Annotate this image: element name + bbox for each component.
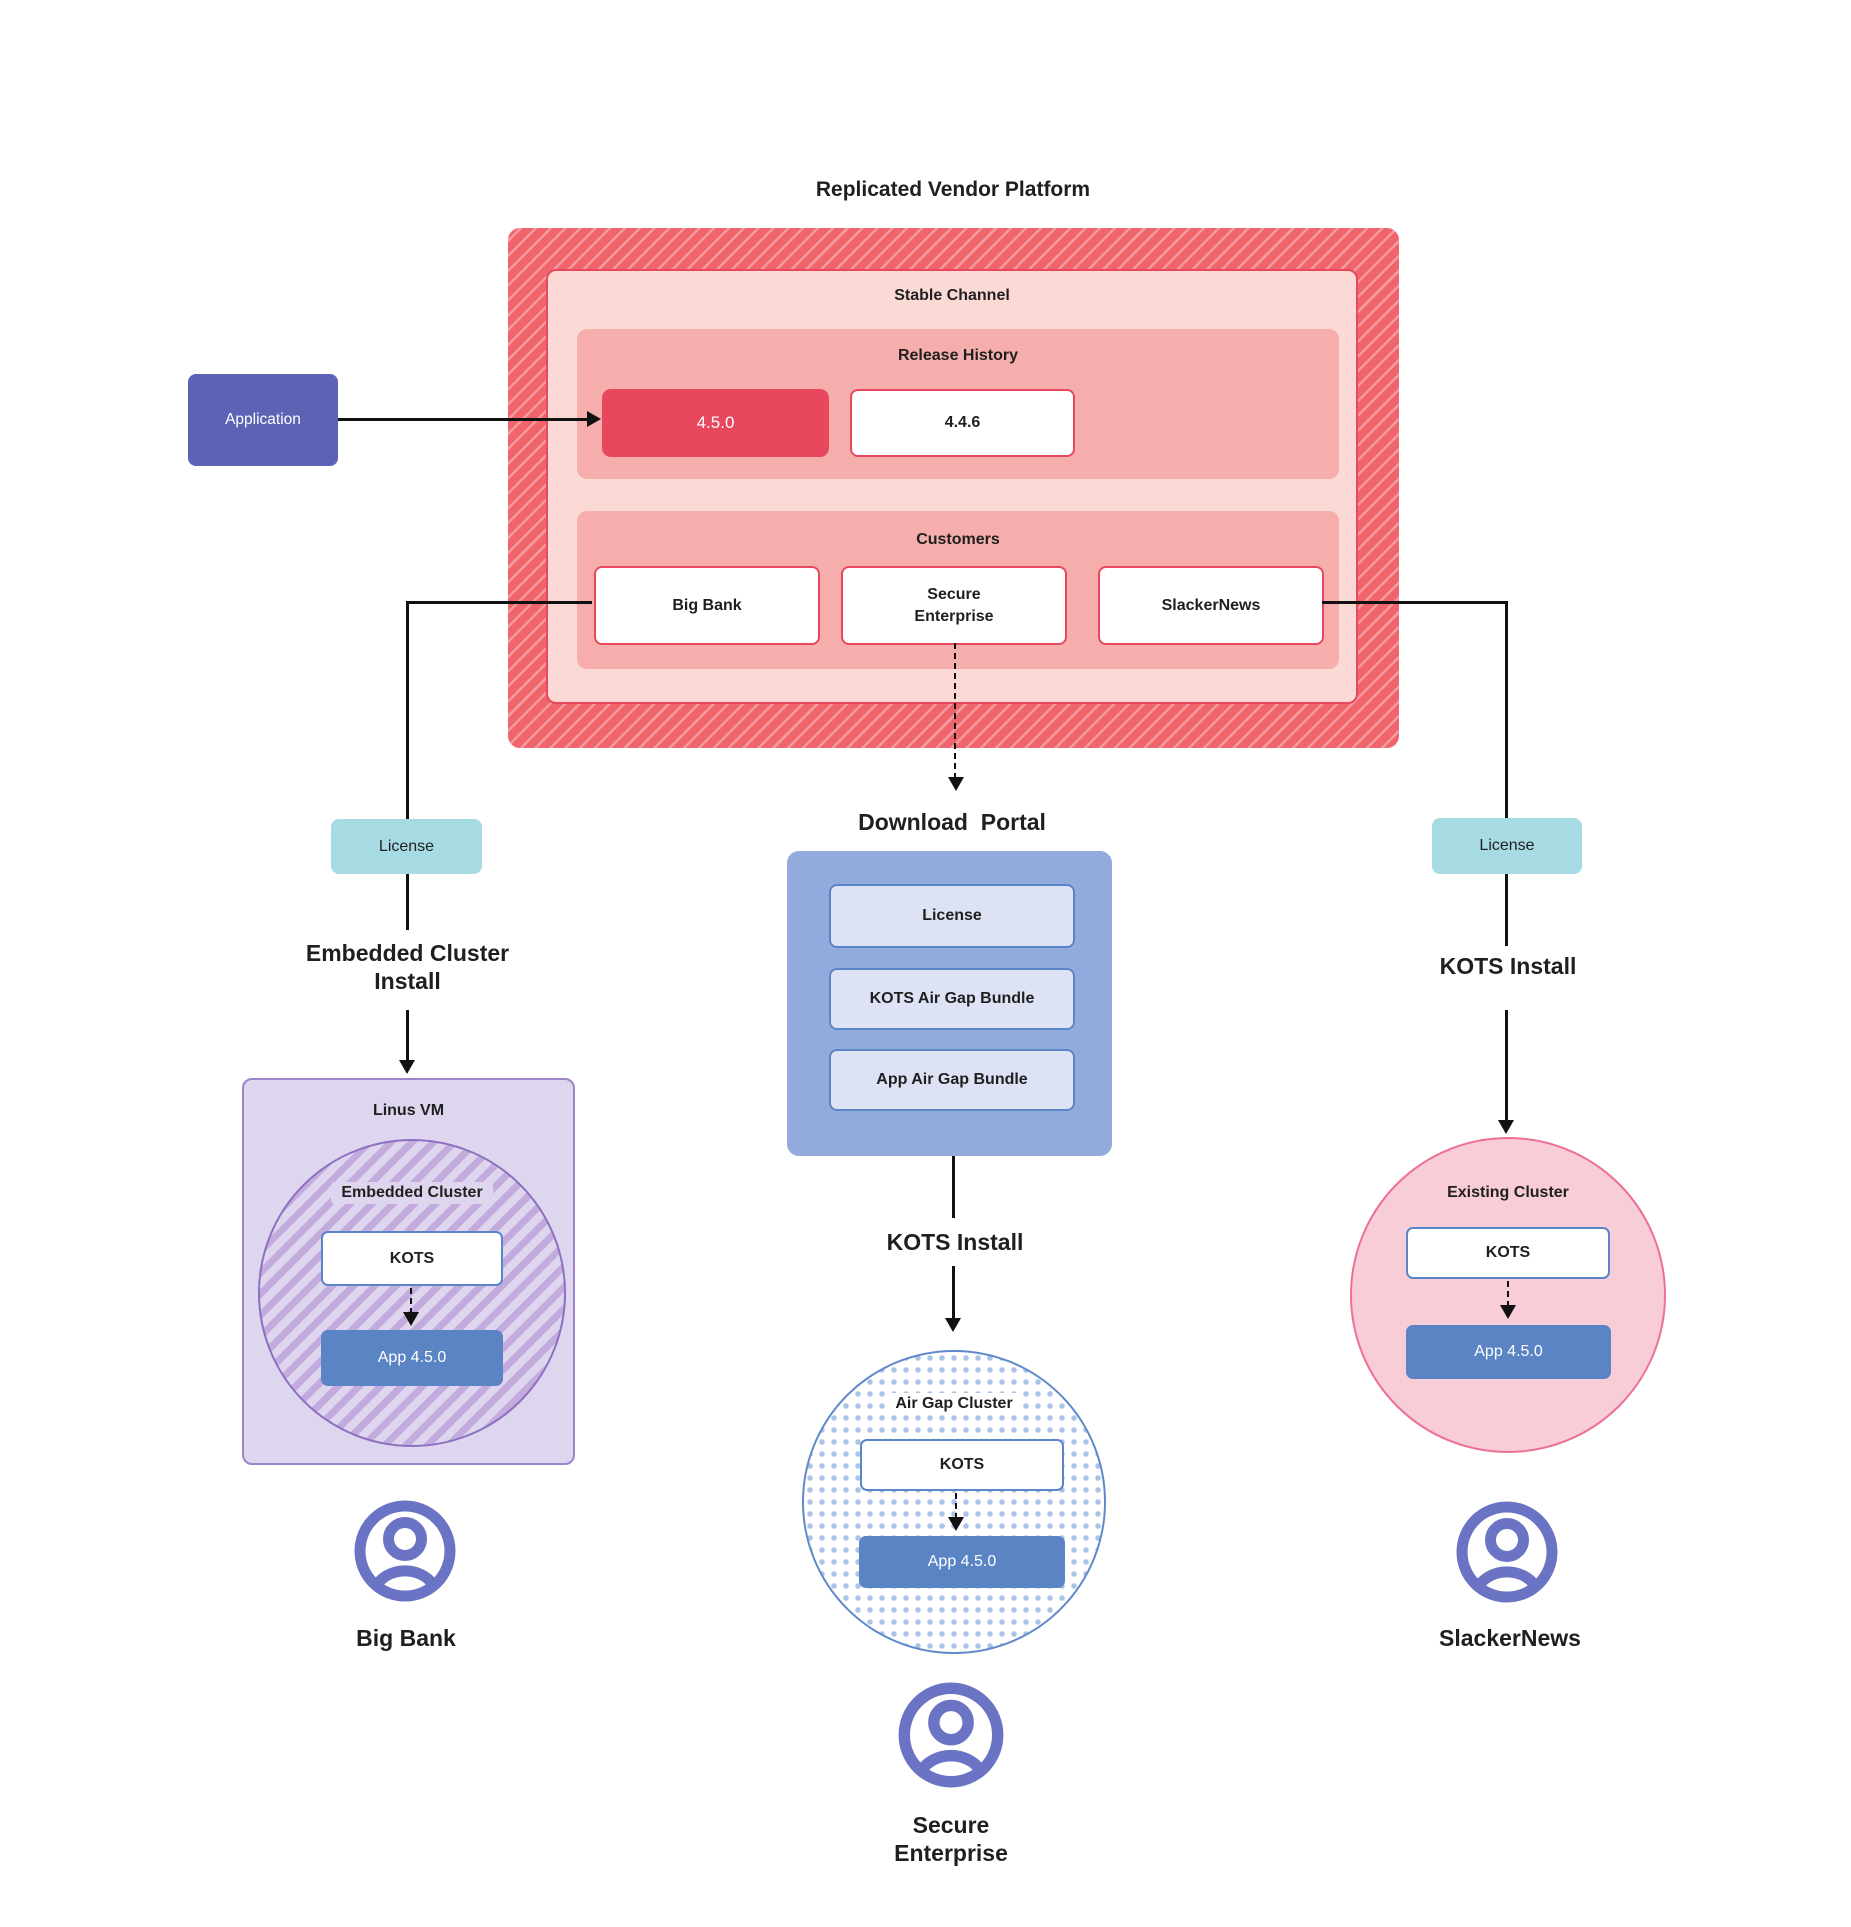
kots-box-right: KOTS	[1406, 1227, 1610, 1279]
portal-arrowhead-icon	[948, 777, 964, 791]
connector-bigbank-vertical	[406, 601, 409, 819]
connector-right-kots-dashed	[1507, 1281, 1509, 1307]
user-label-slackernews: SlackerNews	[1439, 1625, 1581, 1651]
license-badge-right: License	[1432, 818, 1582, 874]
linus-vm-label: Linus VM	[372, 1102, 445, 1119]
portal-item-kots-bundle: KOTS Air Gap Bundle	[829, 968, 1075, 1030]
existing-cluster-circle: Existing Cluster KOTS App 4.5.0	[1350, 1137, 1666, 1453]
connector-center-arrow-line	[952, 1266, 955, 1320]
download-portal-label: Download Portal	[858, 809, 1046, 835]
right-arrowhead-icon	[1498, 1120, 1514, 1134]
embedded-cluster-label: Embedded Cluster	[331, 1182, 493, 1204]
center-kots-arrowhead-icon	[948, 1517, 964, 1531]
connector-left-install-arrow-line	[406, 1010, 409, 1062]
user-label-big-bank: Big Bank	[356, 1625, 456, 1651]
kots-box-left: KOTS	[321, 1231, 503, 1286]
customer-box-big-bank: Big Bank	[594, 566, 820, 645]
diagram-title: Replicated Vendor Platform	[815, 178, 1091, 201]
connector-portal-down	[952, 1156, 955, 1218]
embedded-cluster-circle: Embedded Cluster KOTS App 4.5.0	[258, 1139, 566, 1447]
existing-cluster-label: Existing Cluster	[1447, 1184, 1569, 1201]
right-kots-arrowhead-icon	[1500, 1305, 1516, 1319]
connector-bigbank-horizontal	[406, 601, 592, 604]
air-gap-cluster-circle: Air Gap Cluster KOTS App 4.5.0	[802, 1350, 1106, 1654]
user-icon	[354, 1500, 456, 1602]
customers-label: Customers	[916, 531, 1000, 548]
app-box-right: App 4.5.0	[1406, 1325, 1611, 1379]
connector-left-license-down	[406, 874, 409, 930]
user-icon	[898, 1682, 1004, 1788]
release-history-label: Release History	[897, 347, 1019, 364]
air-gap-label-row: Air Gap Cluster	[804, 1392, 1104, 1416]
customer-box-slackernews: SlackerNews	[1098, 566, 1324, 645]
connector-application-arrow-line	[338, 418, 588, 421]
release-history-panel: Release History 4.5.0 4.4.6	[577, 329, 1339, 479]
app-box-left: App 4.5.0	[321, 1330, 503, 1386]
user-label-secure-enterprise: Secure Enterprise	[894, 1812, 1008, 1866]
download-portal-box: License KOTS Air Gap Bundle App Air Gap …	[787, 851, 1112, 1156]
connector-left-kots-dashed	[410, 1288, 412, 1314]
left-kots-arrowhead-icon	[403, 1312, 419, 1326]
application-box: Application	[188, 374, 338, 466]
customer-box-secure-enterprise: Secure Enterprise	[841, 566, 1067, 645]
portal-item-license: License	[829, 884, 1075, 948]
center-arrowhead-icon	[945, 1318, 961, 1332]
kots-install-label-right: KOTS Install	[1439, 953, 1577, 979]
connector-center-kots-dashed	[955, 1493, 957, 1519]
left-arrowhead-icon	[399, 1060, 415, 1074]
connector-slackernews-vertical	[1505, 601, 1508, 819]
stable-channel-label: Stable Channel	[894, 287, 1010, 304]
release-box-current: 4.5.0	[602, 389, 829, 457]
connector-right-license-down	[1505, 874, 1508, 946]
embedded-cluster-label-row: Embedded Cluster	[260, 1181, 564, 1205]
stable-channel-panel: Stable Channel Release History 4.5.0 4.4…	[546, 269, 1358, 704]
connector-secure-dashed	[954, 643, 956, 779]
release-box-previous: 4.4.6	[850, 389, 1075, 457]
license-badge-left: License	[331, 819, 482, 874]
vendor-platform-box: Stable Channel Release History 4.5.0 4.4…	[508, 228, 1399, 748]
embedded-cluster-install-label: Embedded Cluster Install	[305, 940, 510, 994]
connector-slackernews-horizontal	[1322, 601, 1508, 604]
user-icon	[1456, 1501, 1558, 1603]
portal-item-app-bundle: App Air Gap Bundle	[829, 1049, 1075, 1111]
air-gap-cluster-label: Air Gap Cluster	[885, 1393, 1023, 1415]
connector-right-arrow-line	[1505, 1010, 1508, 1122]
application-arrowhead-icon	[587, 411, 601, 427]
linus-vm-box: Linus VM Embedded Cluster KOTS App 4.5.0	[242, 1078, 575, 1465]
app-box-center: App 4.5.0	[859, 1536, 1065, 1588]
kots-box-center: KOTS	[860, 1439, 1064, 1491]
customers-panel: Customers Big Bank Secure Enterprise Sla…	[577, 511, 1339, 669]
kots-install-label-center: KOTS Install	[886, 1229, 1024, 1255]
